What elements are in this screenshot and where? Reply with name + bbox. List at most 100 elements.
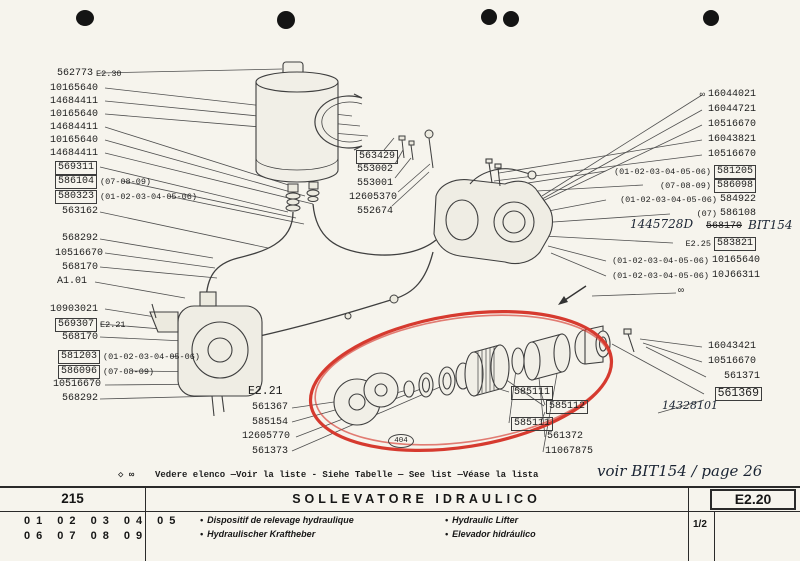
legend-symbols: ◇ ∞ — [118, 470, 135, 480]
part-note: (01-02-03-04-05-06) — [620, 195, 717, 205]
part-number: 553002 — [357, 164, 394, 175]
part-label: 553002 — [357, 164, 393, 176]
part-label: 10903021 — [50, 304, 98, 316]
subtitle-text: Hydraulic Lifter — [452, 515, 519, 525]
part-label: 563162 — [62, 206, 98, 218]
part-number: 10516670 — [707, 356, 756, 367]
subtitle-en: •Hydraulic Lifter — [445, 515, 518, 525]
part-number: 563429 — [356, 150, 399, 164]
clamp-screws-drawing — [398, 129, 434, 169]
handwritten-part-number: 14328101 — [662, 399, 718, 412]
hydraulic-pump-drawing — [433, 158, 554, 265]
part-number: 561372 — [547, 431, 584, 442]
part-number: 569311 — [55, 161, 98, 175]
part-number: 14684411 — [50, 148, 99, 159]
part-number: 586108 — [719, 208, 756, 219]
part-number: 14684411 — [50, 122, 99, 133]
part-number: 10903021 — [50, 304, 99, 315]
part-label: 568170 — [62, 332, 98, 344]
part-label: 553001 — [357, 178, 393, 190]
part-number: 10165640 — [711, 255, 760, 266]
part-label: 568292 — [62, 233, 98, 245]
pipe-fitting-drawing — [389, 294, 399, 304]
part-number: 580323 — [55, 190, 98, 204]
part-number: 586098 — [713, 179, 756, 193]
model-codes-row: 06 07 08 09 — [24, 530, 149, 542]
part-number: 584922 — [719, 194, 756, 205]
part-label: 16043421 — [708, 341, 756, 353]
part-label: 10516670 — [708, 119, 756, 131]
part-label: 10165640 — [50, 83, 98, 95]
part-label: ∞16044021 — [700, 89, 756, 101]
part-label: 561367 — [252, 402, 288, 414]
part-label: 10516670 — [708, 149, 756, 161]
part-label: 10516670 — [53, 379, 101, 391]
part-label: 586104(07-08-09) — [55, 175, 151, 189]
part-number: 12605770 — [242, 431, 291, 442]
bullet-icon: • — [445, 515, 449, 525]
part-label: 561371 — [724, 371, 760, 383]
bullet-icon: • — [445, 529, 449, 539]
part-number: 552674 — [357, 206, 394, 217]
part-label: 10165640 — [50, 135, 98, 147]
part-label: 580323(01-02-03-04-05-06) — [55, 190, 197, 204]
subtitle-text: Elevador hidráulico — [452, 529, 536, 539]
part-number: 16043821 — [707, 134, 756, 145]
model-codes-row: 01 02 03 04 05 — [24, 515, 182, 527]
footer-divider — [0, 511, 800, 512]
handwritten-replacement: BIT154 — [748, 218, 793, 232]
part-note: E2.21 — [100, 320, 126, 330]
part-label: (01-02-03-04-05-06)10J66311 — [612, 270, 760, 282]
part-number: 10516670 — [707, 149, 756, 160]
bullet-icon: • — [200, 515, 204, 525]
part-label: 561373 — [252, 446, 288, 458]
part-label: 12605770 — [242, 431, 290, 443]
subtitle-text: Hydraulischer Kraftheber — [207, 529, 316, 539]
part-label: 561372 — [547, 431, 583, 443]
part-note: (01-02-03-04-05-06) — [100, 192, 197, 202]
part-label: 581203(01-02-03-04-05-06) — [58, 350, 200, 364]
section-code: E2.20 — [710, 489, 796, 510]
part-label: (01-02-03-04-05-06)581205 — [614, 165, 756, 179]
part-label: 585111 — [511, 417, 554, 431]
part-label: 552674 — [357, 206, 393, 218]
subtitle-fr: •Dispositif de relevage hydraulique — [200, 515, 354, 525]
part-label: 10165640 — [50, 109, 98, 121]
part-number: 561367 — [252, 402, 289, 413]
part-number: 586096 — [58, 365, 101, 379]
part-number: 568292 — [62, 393, 99, 404]
part-number: 583821 — [713, 237, 756, 251]
part-label: 12605370 — [349, 192, 397, 204]
part-label: 563429 — [356, 150, 399, 164]
part-label: (07-08-09)586098 — [660, 179, 756, 193]
bullet-icon: • — [200, 529, 204, 539]
sheet-number: 215 — [61, 491, 84, 506]
part-number: 586104 — [55, 175, 98, 189]
lift-unit-drawing — [149, 291, 263, 417]
part-number: 585112 — [546, 400, 589, 414]
part-label: 585112 — [546, 400, 589, 414]
part-number: 10165640 — [50, 83, 99, 94]
part-number: 561371 — [723, 371, 760, 382]
part-label: 10516670 — [708, 356, 756, 368]
legend-text: Vedere elenco —Voir la liste - Siehe Tab… — [155, 470, 539, 480]
part-label: 569311 — [55, 161, 98, 175]
part-number: 568170 — [62, 262, 99, 273]
part-note: (07-08-09) — [100, 177, 152, 187]
footer-table: 215 01 02 03 04 05 06 07 08 09 SOLLEVATO… — [0, 486, 800, 561]
part-label: 11067875 — [545, 446, 593, 458]
part-label: 14684411 — [50, 96, 98, 108]
part-number: 10516670 — [55, 248, 104, 259]
reservoir-fittings-drawing — [285, 181, 320, 212]
part-number: 561373 — [252, 446, 289, 457]
page-fraction: 1/2 — [693, 519, 707, 530]
sheet-tag: 404 — [388, 434, 414, 448]
exploded-parts-row-drawing — [333, 325, 635, 426]
part-number: 581203 — [58, 350, 101, 364]
part-number: 581205 — [713, 165, 756, 179]
infinity-symbol-text: ∞ — [678, 286, 685, 297]
